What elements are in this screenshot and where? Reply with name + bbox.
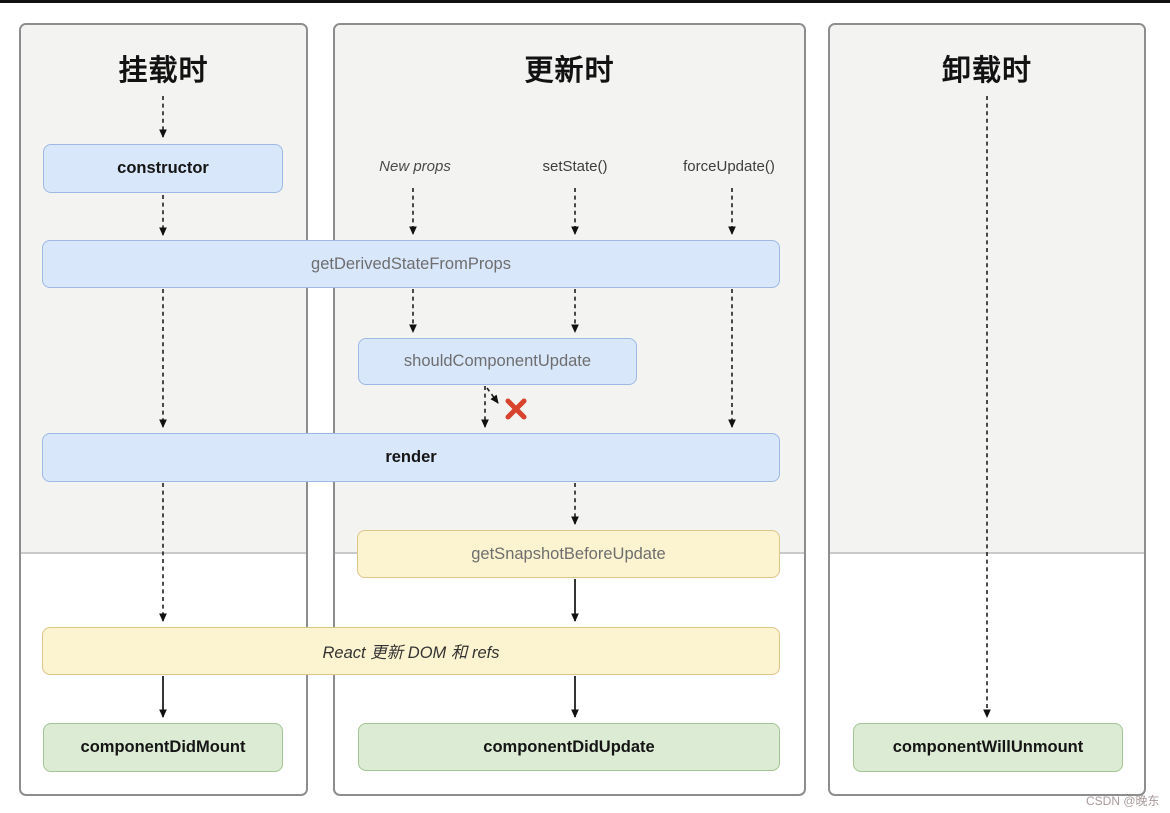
node-component-will-unmount[interactable]: componentWillUnmount [853, 723, 1123, 772]
panel-unmounting-title: 卸载时 [941, 55, 1032, 87]
node-constructor[interactable]: constructor [43, 144, 283, 193]
node-react-updates-dom-and-refs: React 更新 DOM 和 refs [42, 627, 780, 675]
panel-updating-title: 更新时 [524, 55, 615, 87]
node-render[interactable]: render [42, 433, 780, 482]
halt-x-icon [505, 398, 527, 420]
csdn-watermark: CSDN @晚东 [1086, 794, 1160, 808]
arrow-shouldupdate-false-branch [486, 387, 499, 404]
node-component-did-update[interactable]: componentDidUpdate [358, 723, 780, 771]
trigger-force-update: forceUpdate() [683, 158, 775, 175]
node-component-did-mount[interactable]: componentDidMount [43, 723, 283, 772]
node-should-component-update[interactable]: shouldComponentUpdate [358, 338, 637, 385]
node-get-derived-state-from-props[interactable]: getDerivedStateFromProps [42, 240, 780, 288]
top-border-bar [0, 0, 1170, 3]
node-get-snapshot-before-update[interactable]: getSnapshotBeforeUpdate [357, 530, 780, 578]
trigger-new-props: New props [379, 158, 451, 175]
trigger-set-state: setState() [542, 158, 608, 175]
panel-mounting-title: 挂载时 [118, 55, 209, 87]
